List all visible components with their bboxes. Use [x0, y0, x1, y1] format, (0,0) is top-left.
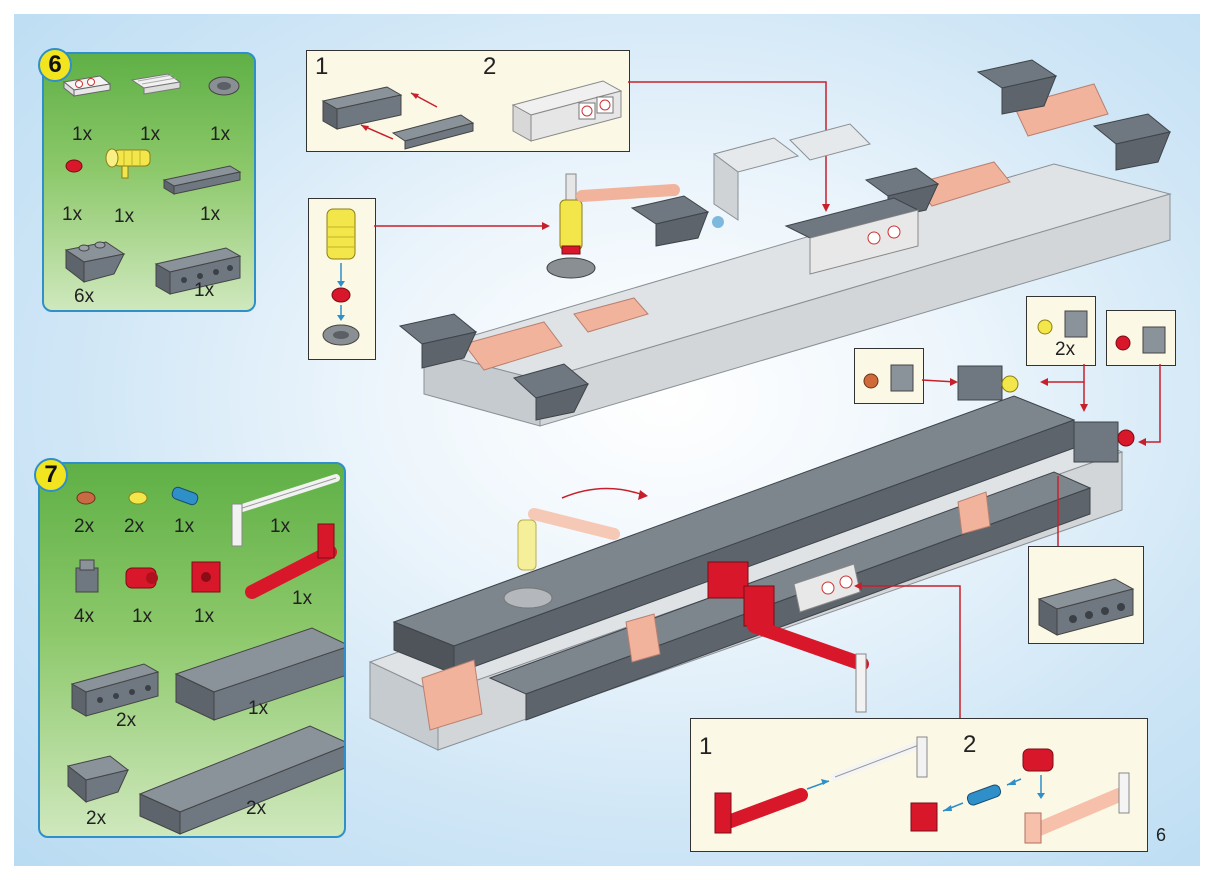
plate-1x4-part [162, 165, 242, 195]
callout-hose-drawing [714, 736, 1130, 844]
callout-hose-assembly: 1 2 [690, 718, 1148, 852]
steering-wheel-part [208, 76, 240, 96]
callout-headlight-drawing [1115, 326, 1166, 354]
connector-arrowhead [1080, 404, 1088, 412]
callout-step-1-label: 1 [699, 733, 713, 760]
round-plate-red-part [65, 159, 83, 173]
part-quantity: 1x [132, 606, 153, 627]
rotation-arrow [561, 487, 647, 499]
hose-red-part [245, 523, 337, 599]
part-quantity: 1x [210, 124, 231, 145]
slope-2x2-part [66, 755, 130, 804]
technic-brick-1x4-part [70, 663, 160, 717]
callout-step-2-label: 2 [963, 731, 977, 758]
step-6-number-badge: 6 [38, 48, 72, 82]
callout-steering-column [308, 198, 376, 360]
page-number: 6 [1155, 825, 1166, 845]
callout-connector-line [1142, 364, 1161, 443]
slope-2x2-part [64, 241, 126, 284]
step-6-parts-panel: 6 [38, 48, 256, 312]
part-quantity: 2x [116, 710, 137, 731]
part-quantity: 2x [74, 516, 95, 537]
technic-brick-1x4-part [154, 247, 242, 295]
part-quantity: 2x [124, 516, 145, 537]
round-plate-yellow-part [128, 491, 148, 505]
callout-quantity: 2x [1055, 339, 1076, 360]
brick-2x6-part [174, 627, 344, 721]
rotation-arrowhead [638, 490, 648, 500]
part-quantity: 1x [140, 124, 161, 145]
decal-circle [712, 216, 724, 228]
part-quantity: 1x [292, 588, 313, 609]
tile-grille-part [130, 73, 182, 95]
part-quantity: 1x [194, 280, 215, 301]
callout-headlight-brown [854, 348, 924, 404]
part-quantity: 1x [174, 516, 195, 537]
headlight-brick-part [75, 559, 99, 593]
callout-steering-drawing [322, 208, 360, 346]
callout-connector-line [856, 585, 961, 718]
callout-connector-line [628, 81, 827, 210]
bar-lever-part [231, 474, 340, 547]
connector-arrowhead [1040, 378, 1048, 386]
callout-headlight-yellow: 2x [1026, 296, 1096, 366]
part-quantity: 1x [270, 516, 291, 537]
tile-gauges-part [62, 75, 112, 98]
part-quantity: 2x [86, 808, 107, 829]
callout-technic-brick [1028, 546, 1144, 644]
brick-2x8-part [138, 725, 344, 835]
callout-sub-assembly-dashboard: 1 2 [306, 50, 630, 152]
part-quantity: 4x [74, 606, 95, 627]
part-quantity: 1x [200, 204, 221, 225]
callout-headlight-red [1106, 310, 1176, 366]
part-quantity: 6x [74, 286, 95, 307]
part-quantity: 1x [194, 606, 215, 627]
callout-headlight-drawing [863, 364, 914, 392]
step-6-chassis [398, 59, 1172, 427]
callout-technic-brick-drawing [1037, 578, 1135, 636]
step-7-parts-drawing [66, 474, 344, 835]
part-quantity: 1x [114, 206, 135, 227]
technic-brick-red-part [191, 561, 221, 593]
model-assembly-drawing [368, 59, 1172, 751]
connector-arrowhead [822, 204, 830, 212]
part-quantity: 1x [62, 204, 83, 225]
part-quantity: 1x [72, 124, 93, 145]
step-7-model [368, 365, 1135, 751]
part-quantity: 1x [248, 698, 269, 719]
callout-headlight-drawing [1037, 310, 1088, 338]
technic-pin-part [171, 486, 199, 506]
callout-step-2-label: 2 [483, 53, 497, 80]
callout-dashboard-drawing [321, 80, 623, 150]
callout-connector-line [1044, 364, 1085, 383]
connector-red-part [125, 567, 158, 589]
connector-arrowhead [950, 378, 958, 386]
step-7-number-badge: 7 [34, 458, 68, 492]
connector-arrowhead [854, 582, 862, 590]
hose-nozzle-part [105, 148, 151, 179]
connector-arrowhead [542, 222, 550, 230]
step-7-parts-panel: 7 [34, 458, 346, 838]
instruction-page: 6 [14, 14, 1200, 866]
callout-step-1-label: 1 [315, 53, 329, 80]
round-plate-brown-part [76, 491, 96, 505]
part-quantity: 2x [246, 798, 267, 819]
step-6-parts-drawing [62, 73, 242, 295]
connector-arrowhead [1138, 438, 1146, 446]
